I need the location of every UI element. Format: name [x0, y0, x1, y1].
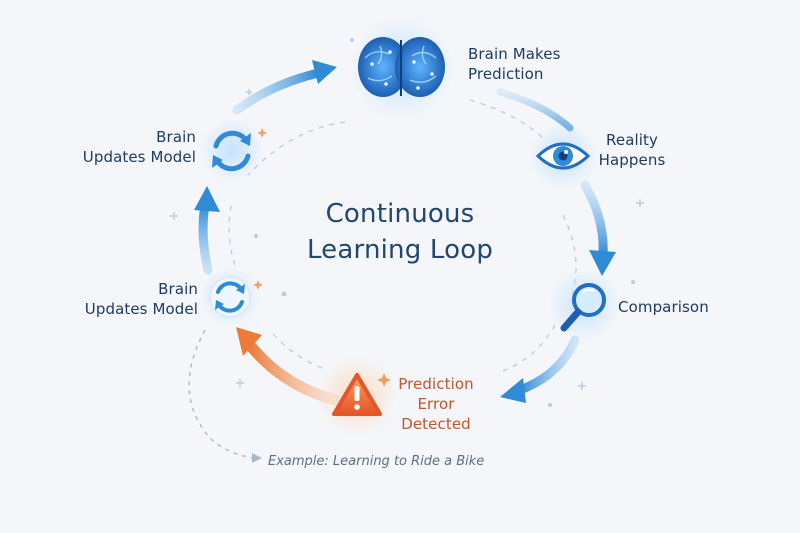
arrowhead-error-to-update — [236, 327, 262, 356]
comparison-label-line-1: Comparison — [618, 298, 709, 316]
update-upper-label-line-2: Updates Model — [82, 148, 196, 166]
diagram-title: Continuous Learning Loop — [250, 196, 550, 268]
reality-label: Reality Happens — [592, 130, 672, 170]
arrow-update-to-update — [198, 200, 213, 275]
update-lower-label: Brain Updates Model — [60, 279, 198, 319]
update-lower-label-line-2: Updates Model — [84, 300, 198, 318]
update-upper-label: Brain Updates Model — [52, 127, 196, 167]
arrowhead-to-comparison — [589, 250, 616, 276]
arrowhead-to-error — [500, 378, 526, 403]
update-upper-label-line-1: Brain — [156, 128, 196, 146]
warning-icon — [332, 373, 382, 416]
error-label-line-1: Prediction — [398, 375, 474, 393]
prediction-label-line-1: Brain Makes — [468, 45, 561, 63]
brain-icon — [358, 37, 445, 97]
update-lower-label-line-1: Brain — [158, 280, 198, 298]
prediction-node — [350, 16, 454, 120]
error-label-line-2: Error — [417, 395, 455, 413]
error-label-line-3: Detected — [401, 415, 471, 433]
dots — [254, 38, 635, 407]
arrow-to-comparison — [580, 180, 608, 260]
comparison-node — [549, 269, 621, 341]
arrowhead-to-prediction — [312, 60, 337, 84]
magnifier-icon — [560, 283, 606, 332]
update-lower-node — [200, 267, 263, 327]
update-upper-node — [200, 118, 267, 182]
sparkles — [170, 89, 644, 390]
eye-icon — [535, 142, 591, 170]
reality-node — [529, 122, 597, 190]
error-node — [317, 356, 397, 436]
title-line-1: Continuous — [325, 199, 475, 229]
error-label: Prediction Error Detected — [386, 374, 486, 434]
refresh-icon — [216, 281, 244, 313]
reality-label-line-2: Happens — [598, 151, 666, 169]
example-caption: Example: Learning to Ride a Bike — [268, 454, 485, 469]
prediction-label: Brain Makes Prediction — [468, 44, 561, 84]
prediction-label-line-2: Prediction — [468, 65, 544, 83]
comparison-label: Comparison — [618, 297, 709, 317]
arrowhead-update-to-update — [194, 186, 220, 212]
example-connector — [188, 329, 256, 459]
reality-label-line-1: Reality — [606, 131, 658, 149]
example-connector-head — [252, 453, 262, 463]
arrow-to-prediction — [232, 68, 323, 115]
title-line-2: Learning Loop — [306, 235, 494, 265]
arrow-to-error — [515, 335, 580, 395]
refresh-icon-upper — [213, 130, 251, 172]
loop-arrows — [194, 60, 616, 406]
